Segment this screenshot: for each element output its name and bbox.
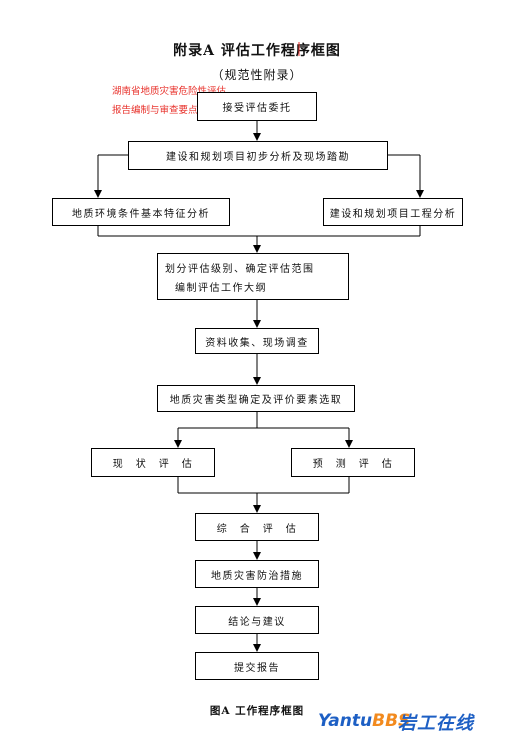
- node-comprehensive: 综 合 评 估: [195, 513, 319, 541]
- handwritten-annotation: 湖南省地质灾害危险性评估报告编制与审查要点: [112, 86, 227, 116]
- node-grade: 划分评估级别、确定评估范围 编制评估工作大纲: [157, 253, 349, 300]
- figure-caption: 图A 工作程序框图: [209, 705, 305, 717]
- node-prelim: 建设和规划项目初步分析及现场踏勘: [128, 141, 388, 170]
- node-prevention: 地质灾害防治措施: [195, 560, 319, 588]
- node-grade-line2: 编制评估工作大纲: [175, 282, 267, 294]
- node-grade-line1: 划分评估级别、确定评估范围: [165, 263, 315, 275]
- watermark-text: 岩工在线: [398, 713, 474, 734]
- node-report: 提交报告: [195, 652, 319, 680]
- node-env: 地质环境条件基本特征分析: [52, 198, 230, 226]
- node-hazard: 地质灾害类型确定及评价要素选取: [157, 385, 355, 412]
- node-project: 建设和规划项目工程分析: [323, 198, 463, 226]
- node-predict: 预 测 评 估: [291, 448, 415, 477]
- node-conclusion: 结论与建议: [195, 606, 319, 634]
- node-current: 现 状 评 估: [91, 448, 215, 477]
- page-subtitle: （规范性附录）: [211, 68, 303, 82]
- node-survey: 资料收集、现场调查: [195, 328, 319, 354]
- watermark-logo: YantuBBS: [318, 711, 411, 731]
- page-title: 附录A 评估工作程序框图: [173, 43, 341, 59]
- node-entrust: 接受评估委托: [197, 92, 317, 121]
